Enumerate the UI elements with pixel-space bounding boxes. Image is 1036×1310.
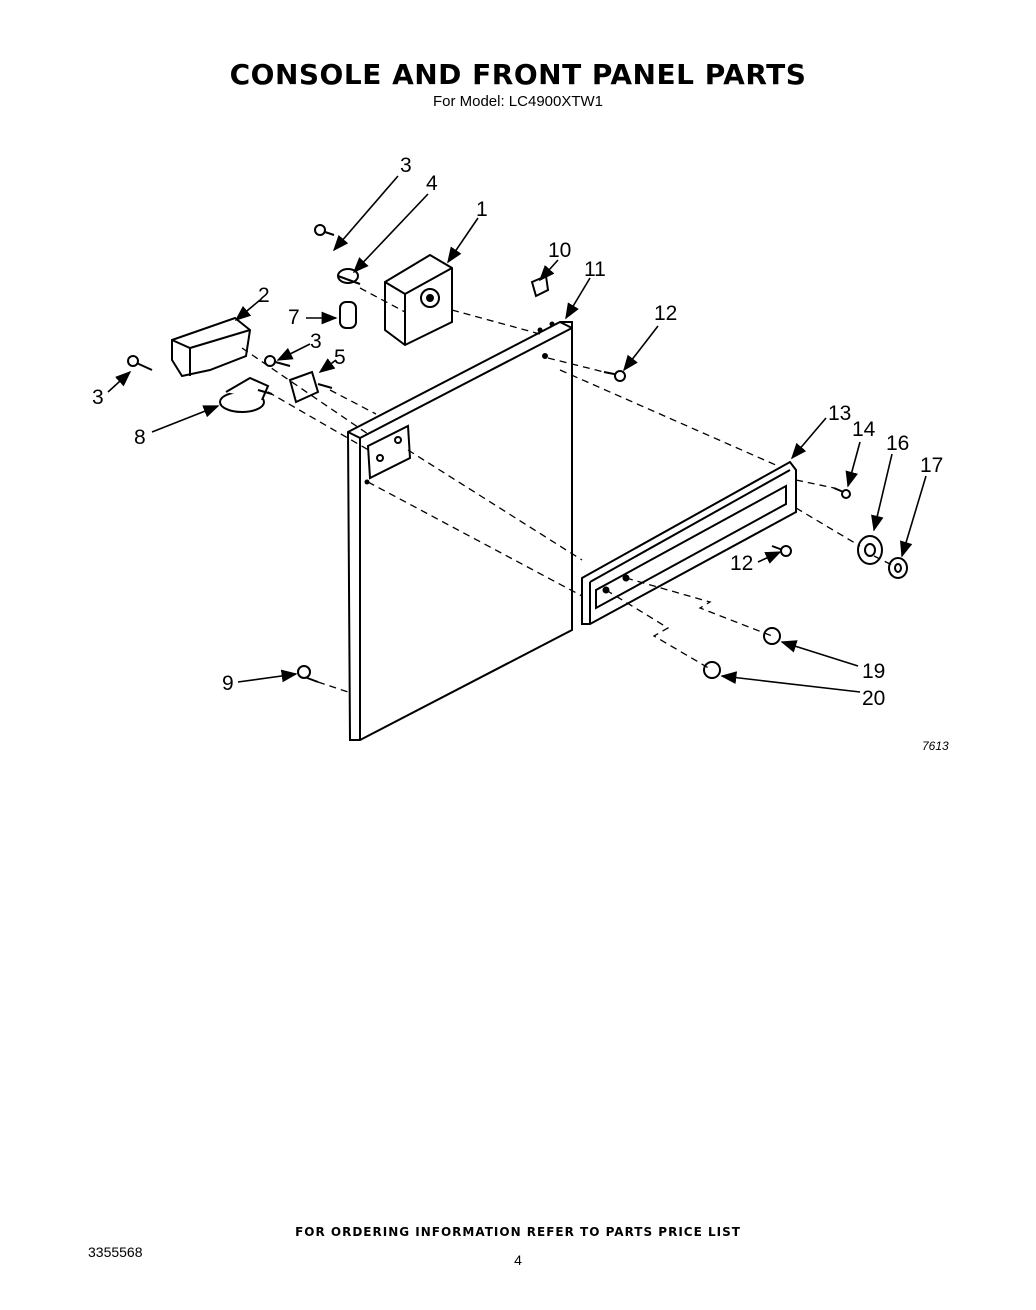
callout-14: 14: [852, 418, 876, 441]
panel-bracket: [366, 424, 412, 480]
screw-9: [297, 665, 319, 683]
callout-7: 7: [288, 306, 300, 329]
callout-1: 1: [476, 198, 488, 221]
callout-13: 13: [828, 402, 851, 425]
callout-labels: 1 2 3 3 3 4 5 7 8 9 10 11 12 12 13 14 16…: [92, 154, 949, 753]
callout-11: 11: [584, 258, 606, 281]
spacer-7: [339, 301, 357, 329]
console-part: [581, 460, 797, 625]
callout-16: 16: [886, 432, 909, 455]
knob-17: [888, 557, 908, 579]
screw-12-top: [603, 370, 626, 382]
callout-3-top: 3: [400, 154, 412, 177]
front-panel: [346, 321, 573, 741]
timer-part: [384, 253, 453, 347]
page-number: 4: [514, 1252, 522, 1268]
bracket-part: [171, 316, 252, 378]
bezel-16: [857, 535, 883, 565]
model-subtitle: For Model: LC4900XTW1: [432, 93, 604, 110]
figure-code: 7613: [922, 739, 949, 753]
callout-4: 4: [426, 172, 438, 195]
callout-9: 9: [222, 672, 234, 695]
callout-8: 8: [134, 426, 146, 449]
clamp-4: [337, 268, 361, 285]
callout-2: 2: [258, 284, 270, 307]
callout-10: 10: [548, 239, 571, 262]
document-number: 3355568: [88, 1244, 143, 1260]
callout-3-mid: 3: [310, 330, 322, 353]
thermostat-8: [219, 376, 273, 413]
screw-3-top: [314, 224, 335, 236]
leader-lines: [107, 175, 927, 693]
callout-19: 19: [862, 660, 885, 683]
callout-12-top: 12: [654, 302, 677, 325]
callout-5: 5: [334, 346, 346, 369]
screw-3-left: [127, 355, 153, 371]
page-title: CONSOLE AND FRONT PANEL PARTS: [229, 58, 807, 91]
callout-3-left: 3: [92, 386, 104, 409]
callout-20: 20: [862, 687, 885, 710]
screw-14: [833, 487, 851, 499]
assembly-lines: [241, 287, 895, 693]
screw-12-bottom: [771, 545, 792, 557]
switch-5: [288, 370, 333, 404]
callout-12-bottom: 12: [730, 552, 753, 575]
screw-3-mid: [264, 355, 291, 367]
ordering-note: FOR ORDERING INFORMATION REFER TO PARTS …: [295, 1225, 741, 1239]
nut-19: [763, 627, 781, 645]
callout-17: 17: [920, 454, 943, 477]
